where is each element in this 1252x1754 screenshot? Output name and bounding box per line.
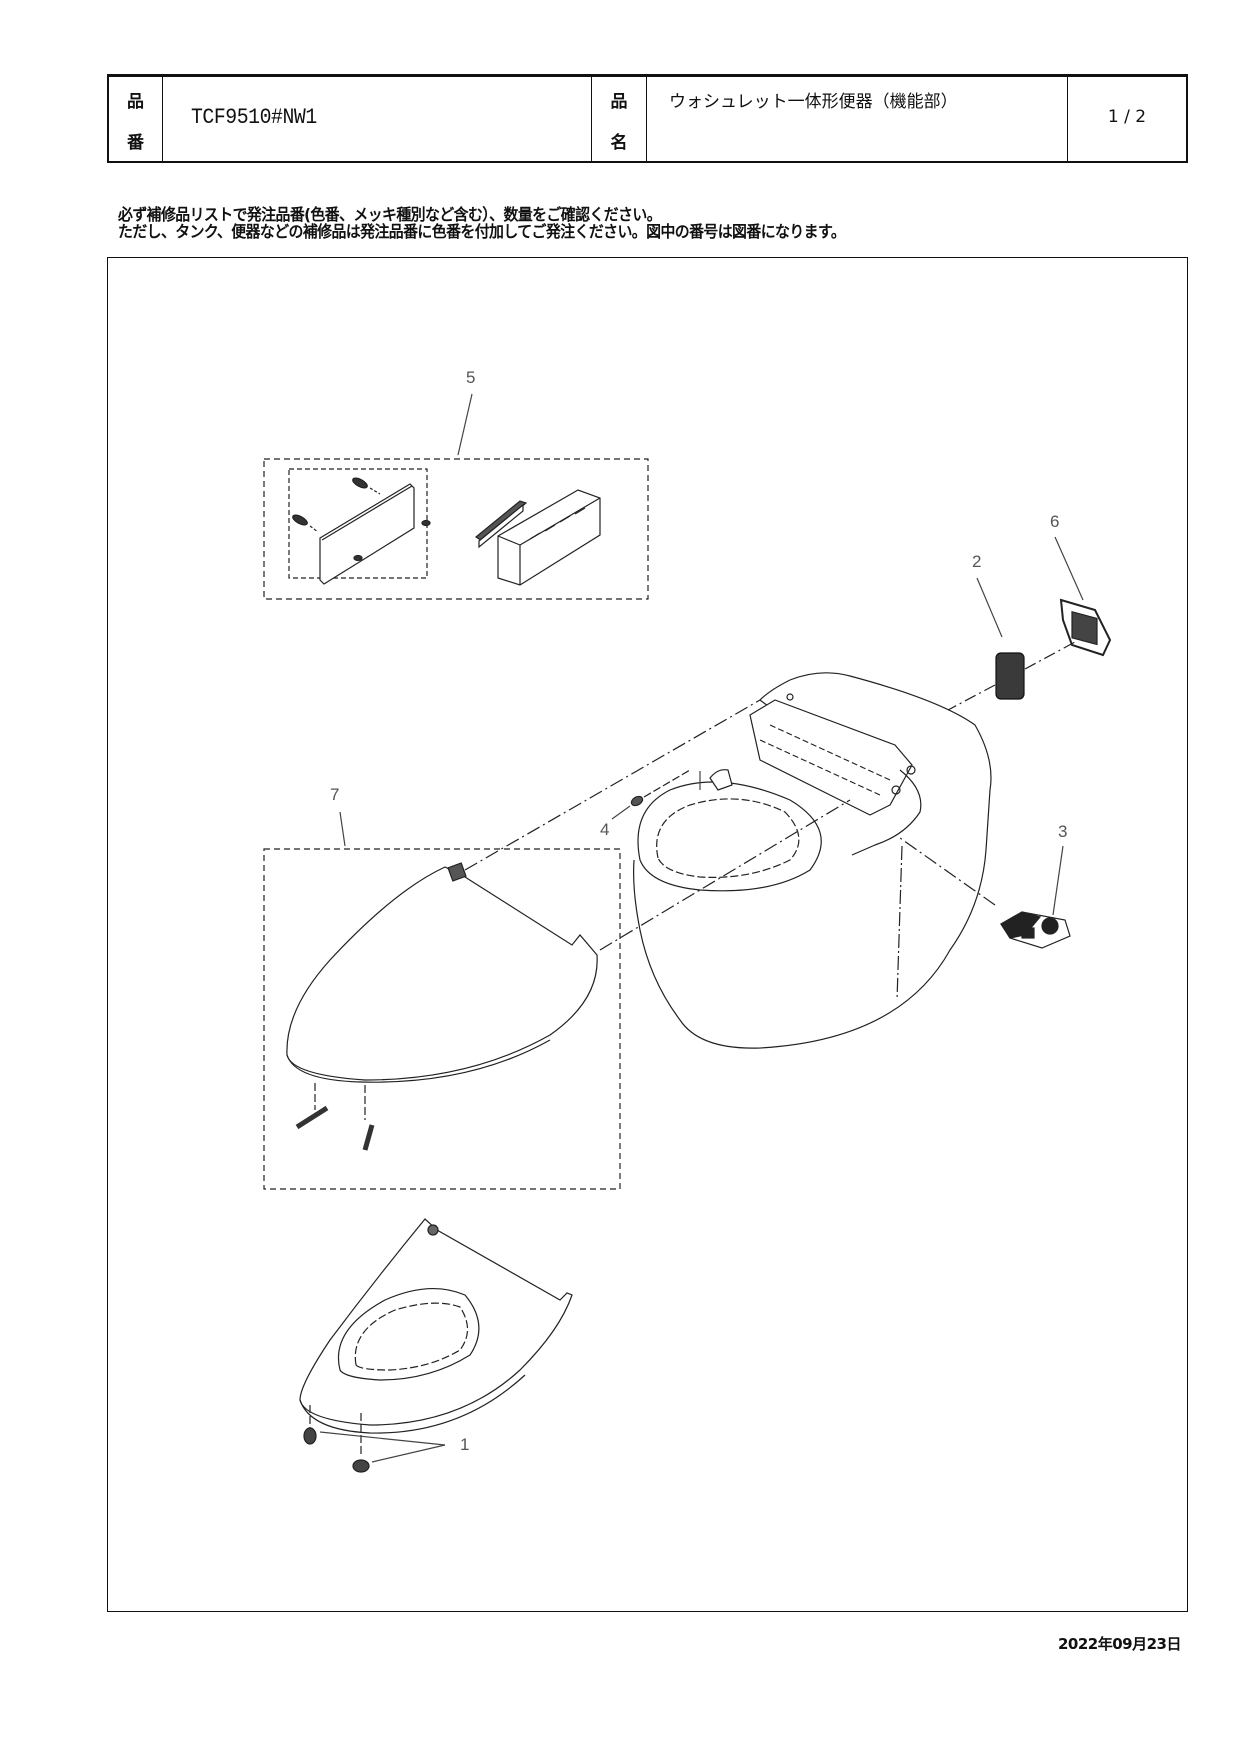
ordering-notes: 必ず補修品リストで発注品番(色番、メッキ種別など含む）、数量をご確認ください。 … <box>118 205 846 241</box>
product-name-label-top: 品 <box>610 92 628 112</box>
bumper-icon <box>303 1427 370 1473</box>
product-name-cell: ウォシュレット一体形便器（機能部） <box>647 77 1068 161</box>
callout-3: 3 <box>1058 822 1068 841</box>
note-line-1: 必ず補修品リストで発注品番(色番、メッキ種別など含む）、数量をご確認ください。 <box>118 205 662 224</box>
part-number-label: 品 番 <box>109 77 163 161</box>
toilet-seat <box>299 1218 573 1473</box>
callout-6: 6 <box>1050 512 1060 531</box>
anchor-icon <box>292 477 431 562</box>
diagram-frame <box>107 257 1188 1612</box>
callout-7: 7 <box>330 785 340 804</box>
product-name: ウォシュレット一体形便器（機能部） <box>669 92 958 112</box>
part-number-cell: TCF9510#NW1 <box>163 77 592 161</box>
part-number-label-top: 品 <box>127 92 144 112</box>
product-name-label: 品 名 <box>592 77 647 161</box>
part-3-side-cover <box>899 837 1071 949</box>
part-2-filter <box>947 577 1076 711</box>
page-cell: 1 / 2 <box>1068 77 1186 161</box>
part-7-lid-assembly <box>263 699 851 1190</box>
part-5-remote-set <box>263 393 649 600</box>
part-number-label-bottom: 番 <box>127 133 144 153</box>
issue-date: 2022年09月23日 <box>1058 1635 1182 1653</box>
page-number: 1 / 2 <box>1107 107 1147 127</box>
part-number: TCF9510#NW1 <box>191 105 317 130</box>
callout-4: 4 <box>600 820 610 839</box>
callout-5: 5 <box>466 368 476 387</box>
header-table: 品 番 TCF9510#NW1 品 名 ウォシュレット一体形便器（機能部） 1 … <box>107 74 1188 163</box>
note-line-2: ただし、タンク、便器などの補修品は発注品番に色番を付加してご発注ください。図中の… <box>118 222 846 241</box>
part-4-connector <box>611 769 691 820</box>
toilet-body <box>611 672 992 1049</box>
callout-2: 2 <box>972 552 982 571</box>
product-name-label-bottom: 名 <box>610 133 628 153</box>
callout-1: 1 <box>460 1435 470 1454</box>
part-6-vent-grille <box>1054 536 1112 657</box>
